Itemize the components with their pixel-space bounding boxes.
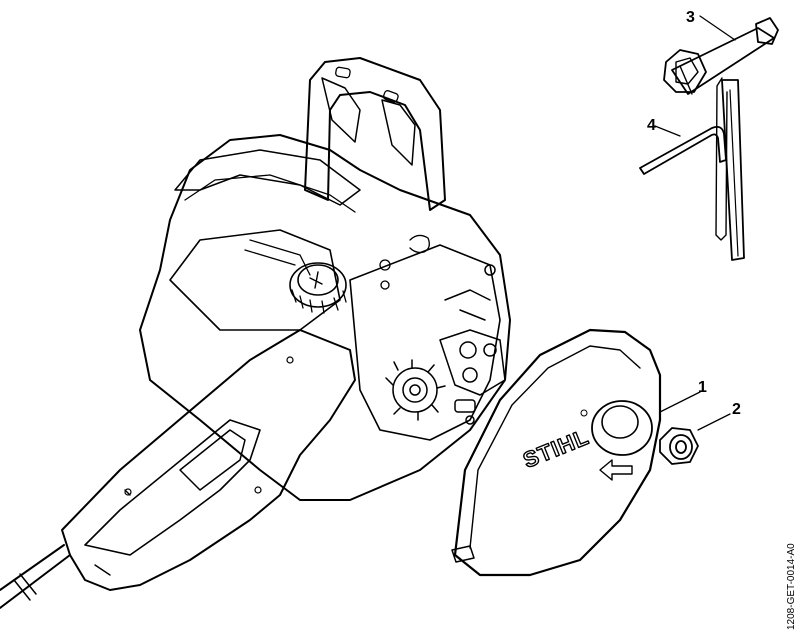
callout-leaders <box>654 15 736 431</box>
front-handle <box>304 57 446 211</box>
sprocket-mechanism <box>385 264 506 425</box>
combination-wrench <box>663 17 779 261</box>
sprocket-cover: STIHL <box>451 328 662 577</box>
callout-3: 3 <box>686 9 695 26</box>
callout-2: 2 <box>732 401 741 418</box>
chainsaw-body <box>0 57 511 609</box>
callout-1: 1 <box>698 379 707 396</box>
hex-key <box>639 125 727 175</box>
collar-nut <box>659 427 699 465</box>
brand-logo-text: STIHL <box>520 424 593 473</box>
rotation-arrow <box>599 459 633 481</box>
callout-4: 4 <box>647 117 656 134</box>
power-cord <box>0 544 71 609</box>
oil-cap <box>289 262 347 314</box>
rear-handle <box>61 329 356 591</box>
document-reference: 1208-GET-0014-A0 <box>786 543 797 630</box>
